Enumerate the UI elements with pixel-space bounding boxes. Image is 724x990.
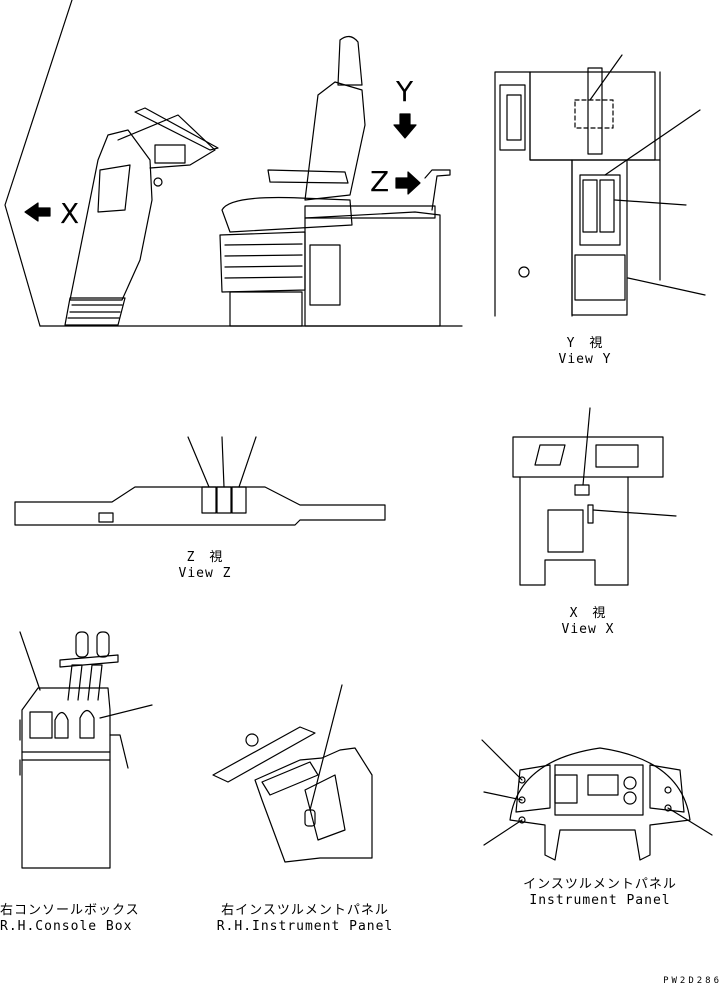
label-target-panel-3 xyxy=(518,816,526,824)
panel-caption: インスツルメントパネル Instrument Panel xyxy=(515,877,685,909)
view-y-caption-en: View Y xyxy=(558,352,612,367)
rh-console-caption-en: R.H.Console Box xyxy=(0,919,133,934)
view-x-drawing xyxy=(512,407,677,586)
column-bellows xyxy=(64,297,126,326)
view-x-caption-jp: X 視 xyxy=(569,606,607,621)
view-y-caption: Y 視 View Y xyxy=(535,336,635,368)
rh-console-drawing xyxy=(19,631,153,869)
view-x-caption-en: View X xyxy=(561,622,615,637)
label-target-panel-2 xyxy=(518,796,526,804)
rh-console xyxy=(304,211,441,327)
seat-cushion xyxy=(221,196,353,233)
view-z-caption-en: View Z xyxy=(178,566,232,581)
arrow-label-z: Z xyxy=(370,165,390,198)
rh-console-caption-jp: 右コンソールボックス xyxy=(0,903,140,918)
arrow-label-y: Y xyxy=(396,75,414,108)
cab-outline-left xyxy=(4,0,73,327)
panel-caption-jp: インスツルメントパネル xyxy=(523,877,677,892)
view-z-caption: Z 視 View Z xyxy=(155,550,255,582)
rh-panel-caption-jp: 右インスツルメントパネル xyxy=(221,903,389,918)
panel-caption-en: Instrument Panel xyxy=(529,893,671,908)
view-z-drawing xyxy=(14,436,386,526)
cab-side-view xyxy=(4,0,463,327)
rh-console-caption: 右コンソールボックス R.H.Console Box xyxy=(0,903,140,935)
label-target-y1 xyxy=(574,99,614,129)
rh-panel-drawing xyxy=(212,684,373,863)
view-y-drawing xyxy=(494,54,706,317)
label-target-x1 xyxy=(574,484,590,496)
seat-suspension xyxy=(219,231,306,293)
drawing-code: PW2D286 xyxy=(663,976,722,986)
label-target-y2 xyxy=(582,179,598,233)
console-plate xyxy=(309,244,341,306)
steering-column xyxy=(69,129,153,301)
label-target-x2 xyxy=(587,504,594,524)
label-target-panel-1 xyxy=(518,776,526,784)
arrow-y xyxy=(393,113,417,139)
view-z-caption-jp: Z 視 xyxy=(186,550,224,565)
rh-panel-caption-en: R.H.Instrument Panel xyxy=(216,919,394,934)
label-target-z2 xyxy=(216,486,232,514)
arrow-x xyxy=(24,202,51,222)
armrest xyxy=(267,169,349,184)
arrow-z xyxy=(395,171,421,195)
instrument-panel-drawing xyxy=(481,739,713,861)
view-y-caption-jp: Y 視 xyxy=(566,336,604,351)
arrow-label-x: X xyxy=(60,197,80,230)
label-target-z3 xyxy=(231,486,247,514)
label-target-console xyxy=(29,711,53,739)
view-x-caption: X 視 View X xyxy=(538,606,638,638)
label-target-z1 xyxy=(201,486,217,514)
seat-back xyxy=(304,81,366,201)
rh-panel-caption: 右インスツルメントパネル R.H.Instrument Panel xyxy=(210,903,400,935)
